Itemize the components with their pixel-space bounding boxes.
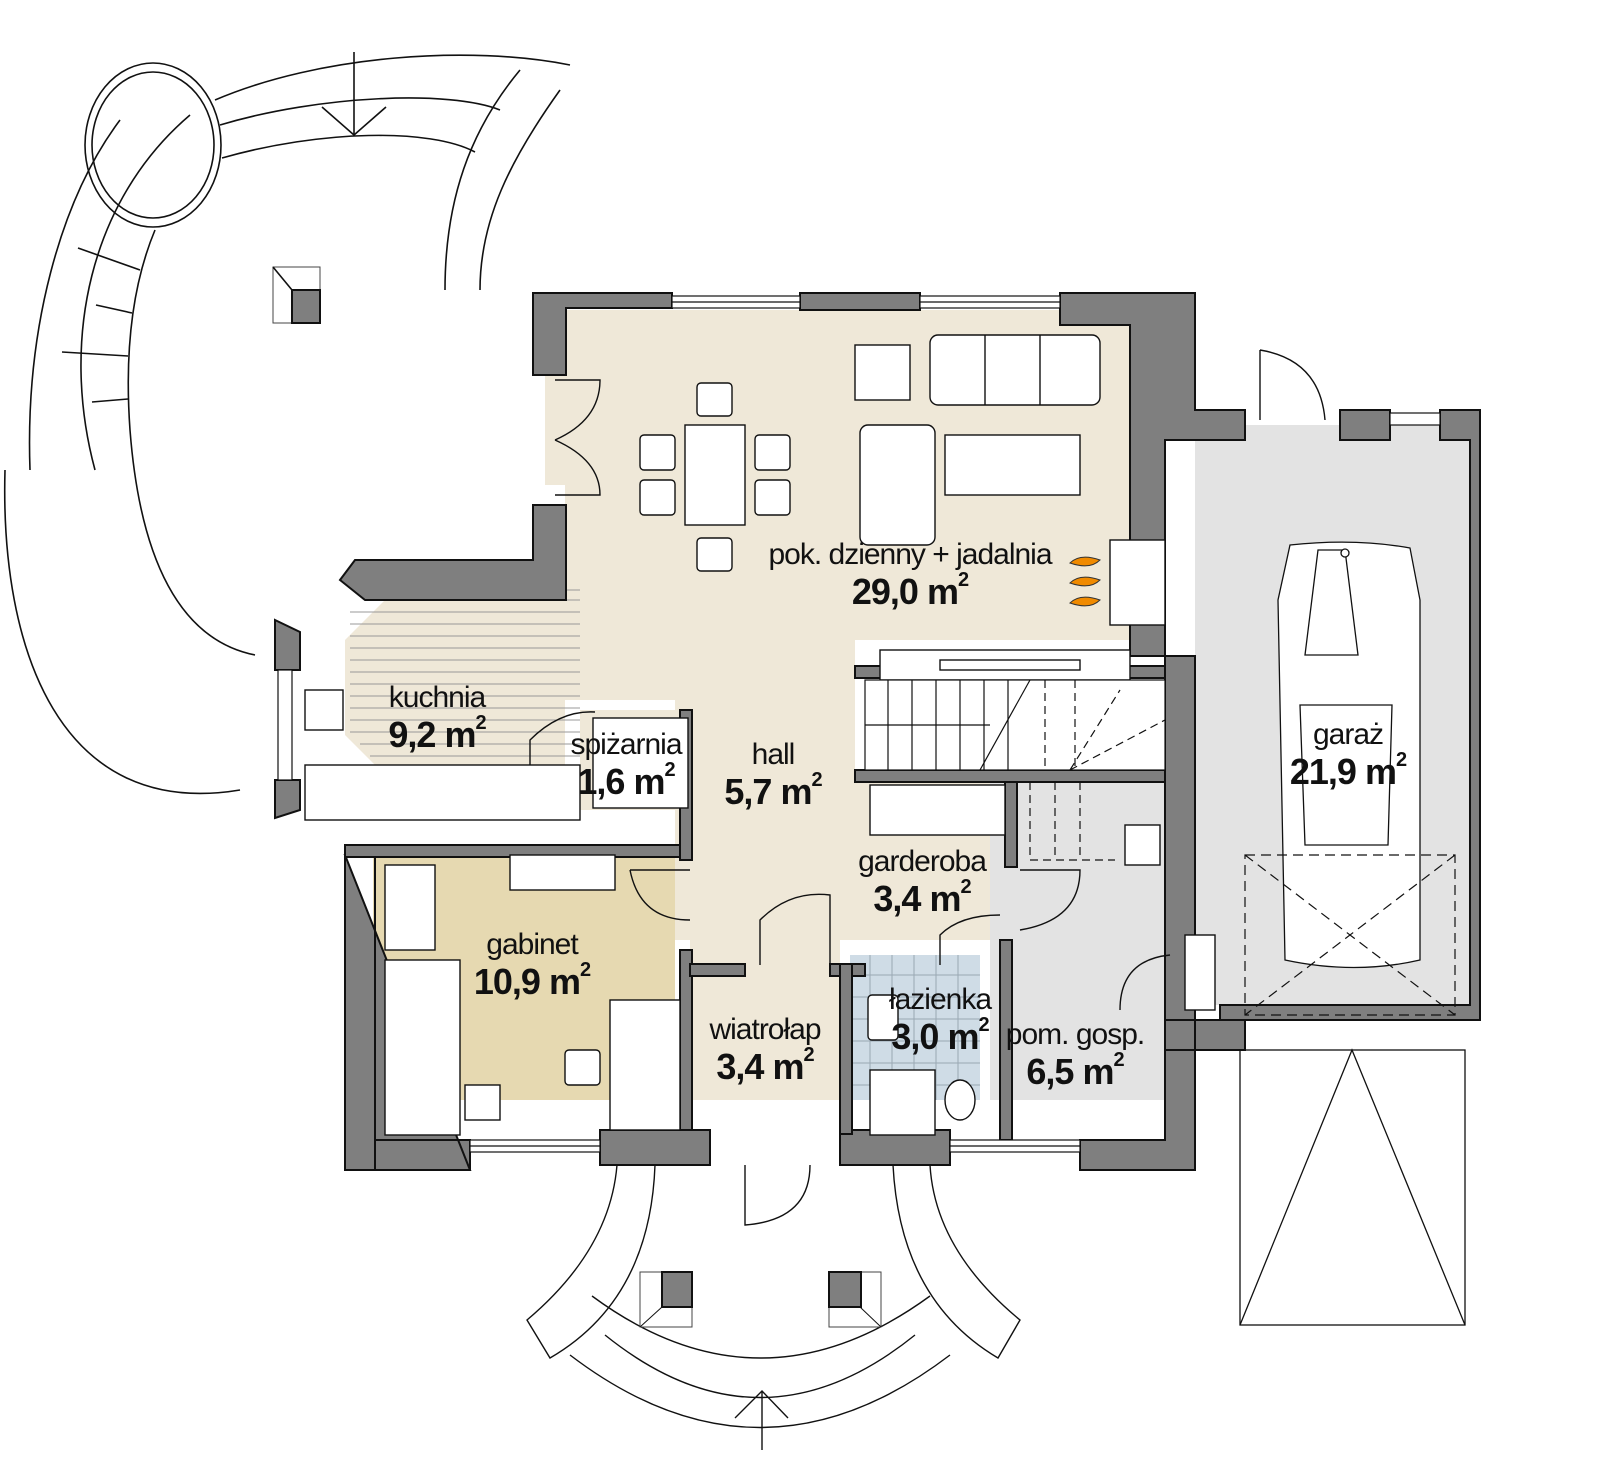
room-name: kuchnia bbox=[388, 681, 486, 714]
room-name: pom. gosp. bbox=[1005, 1018, 1145, 1051]
wall-south bbox=[1079, 1019, 1246, 1171]
room-area: 1,6 m2 bbox=[577, 759, 675, 802]
wall-north-mid bbox=[799, 292, 921, 311]
coffee-table bbox=[944, 434, 1081, 496]
wall-stairs-s bbox=[854, 769, 1166, 783]
stairs bbox=[864, 679, 1166, 861]
terrace-curved-north bbox=[28, 52, 571, 471]
room-name: pok. dzienny + jadalnia bbox=[768, 538, 1052, 571]
kitchen-floor-pattern bbox=[350, 589, 580, 757]
kitchen-floor bbox=[345, 600, 565, 765]
room-area: 29,0 m2 bbox=[851, 569, 969, 612]
furniture bbox=[304, 334, 1216, 1136]
wall-south-col-2 bbox=[839, 1129, 951, 1166]
room-area: 3,4 m2 bbox=[873, 876, 971, 919]
living-room-floor bbox=[545, 310, 1130, 700]
car-icon bbox=[1277, 541, 1421, 969]
room-label-hall: hall 5,7 m2 bbox=[724, 738, 822, 812]
room-label-bathroom: łazienka 3,0 m2 bbox=[888, 983, 992, 1057]
column-se bbox=[828, 1271, 882, 1328]
room-label-pantry: spiżarnia 1,6 m2 bbox=[570, 728, 682, 802]
toilet bbox=[944, 1079, 976, 1121]
wall-bay-nw bbox=[274, 618, 301, 671]
wall-garage-door-post bbox=[1164, 1019, 1196, 1051]
room-label-office: gabinet 10,9 m2 bbox=[473, 928, 591, 1002]
wall-north-right bbox=[1059, 292, 1246, 657]
room-label-kitchen: kuchnia 9,2 m2 bbox=[388, 681, 486, 755]
fireplace-flames-icon bbox=[1069, 556, 1101, 607]
hall-floor bbox=[675, 640, 855, 940]
room-area: 21,9 m2 bbox=[1289, 749, 1407, 792]
shelf-office bbox=[509, 854, 616, 891]
wall-bay-sw bbox=[274, 779, 301, 820]
shower bbox=[869, 1069, 936, 1136]
room-area: 10,9 m2 bbox=[473, 959, 591, 1002]
armchair bbox=[859, 424, 936, 546]
wall-bath-w bbox=[839, 963, 853, 1135]
desk bbox=[609, 999, 681, 1131]
room-name: łazienka bbox=[888, 983, 992, 1016]
utility-shelf bbox=[1184, 934, 1216, 1011]
windows bbox=[277, 295, 1441, 1153]
counter bbox=[304, 764, 581, 821]
column-sw bbox=[639, 1271, 693, 1328]
wall-vestibule-n1 bbox=[689, 963, 746, 977]
room-area: 3,4 m2 bbox=[716, 1044, 814, 1087]
bed bbox=[384, 959, 461, 1136]
wall-south-col-1 bbox=[599, 1129, 711, 1166]
room-label-living: pok. dzienny + jadalnia 29,0 m2 bbox=[768, 538, 1052, 612]
room-label-garage: garaż 21,9 m2 bbox=[1289, 718, 1407, 792]
room-name: hall bbox=[751, 738, 796, 771]
doors bbox=[529, 349, 1326, 1226]
wall-north-left bbox=[532, 292, 673, 376]
wall-garage-n bbox=[1339, 409, 1391, 441]
room-area: 9,2 m2 bbox=[388, 712, 486, 755]
room-name: spiżarnia bbox=[570, 728, 682, 761]
room-name: garaż bbox=[1312, 718, 1384, 751]
driveway bbox=[1239, 1048, 1466, 1326]
room-name: garderoba bbox=[858, 845, 987, 878]
garage-door-swing bbox=[1244, 854, 1456, 1016]
sofa bbox=[929, 334, 1101, 406]
room-area: 5,7 m2 bbox=[724, 769, 822, 812]
room-area: 3,0 m2 bbox=[891, 1014, 989, 1057]
fireplace bbox=[1109, 539, 1166, 626]
pantry-shelves bbox=[592, 717, 689, 809]
room-label-wardrobe: garderoba 3,4 m2 bbox=[858, 845, 987, 919]
room-label-utility: pom. gosp. 6,5 m2 bbox=[1005, 1018, 1145, 1092]
room-name: gabinet bbox=[486, 928, 578, 961]
boiler bbox=[1124, 824, 1161, 866]
terrace-curved-south bbox=[526, 1164, 1021, 1450]
kitchen-sink bbox=[304, 689, 344, 731]
column-nw bbox=[272, 266, 321, 324]
wall-west-kitchen bbox=[338, 504, 567, 601]
wall-wardrobe-e bbox=[1004, 781, 1018, 868]
round-planter bbox=[84, 62, 222, 228]
dining-table bbox=[684, 424, 746, 526]
room-area: 6,5 m2 bbox=[1026, 1049, 1124, 1092]
wardrobe-closet-office bbox=[384, 864, 436, 951]
armchair-small bbox=[854, 344, 911, 401]
hall-closet bbox=[869, 784, 1006, 836]
room-label-vestibule: wiatrołap 3,4 m2 bbox=[709, 1013, 821, 1087]
wall-office-east bbox=[679, 949, 693, 1141]
washbasin bbox=[867, 994, 899, 1041]
room-name: wiatrołap bbox=[709, 1013, 821, 1046]
